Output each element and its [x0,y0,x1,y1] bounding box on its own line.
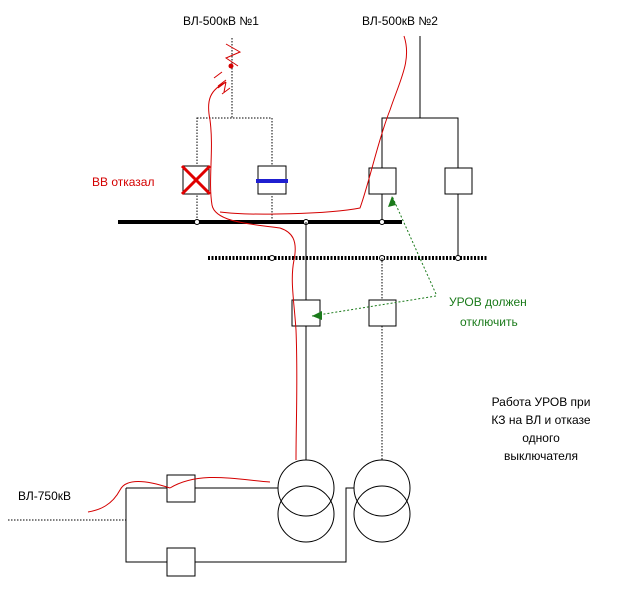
breaker-750-2 [166,547,196,577]
breaker-failed-label: ВВ отказал [92,175,154,189]
line2-label: ВЛ-500кВ №2 [362,14,438,28]
line750-bay-frame [125,488,167,563]
breaker-line2-bus2 [444,167,473,195]
line2-bay-frame [381,117,459,168]
link-750-to-at2 [195,487,354,563]
urov-arrowhead-at1 [312,311,322,320]
urov-arrowhead-line2 [388,196,396,207]
fault-current-arrow [217,81,231,95]
breaker-at1 [291,299,321,327]
line750-label: ВЛ-750кВ [18,489,71,503]
breaker-at2 [368,299,397,327]
urov-arrow-at1 [311,295,437,317]
urov-arrow-line2 [391,195,437,295]
autotransformer-icon [353,459,411,543]
note-line-3: одного [522,431,560,445]
breaker-line2-bus1 [368,167,397,195]
breaker-750-1 [166,474,196,503]
note-line-1: Работа УРОВ при [492,395,591,409]
note-line-4: выключателя [504,449,578,463]
line1-label: ВЛ-500кВ №1 [183,14,259,28]
failed-breaker-cross-icon [180,164,212,196]
bus-junction-dots [194,219,461,261]
lightning-icon [213,43,242,87]
autotransformer-icon [277,459,335,543]
urov-label-line2: отключить [460,315,518,329]
urov-label-line1: УРОВ должен [449,295,527,309]
fault-current-path [87,35,408,513]
note-line-2: КЗ на ВЛ и отказе [491,413,591,427]
